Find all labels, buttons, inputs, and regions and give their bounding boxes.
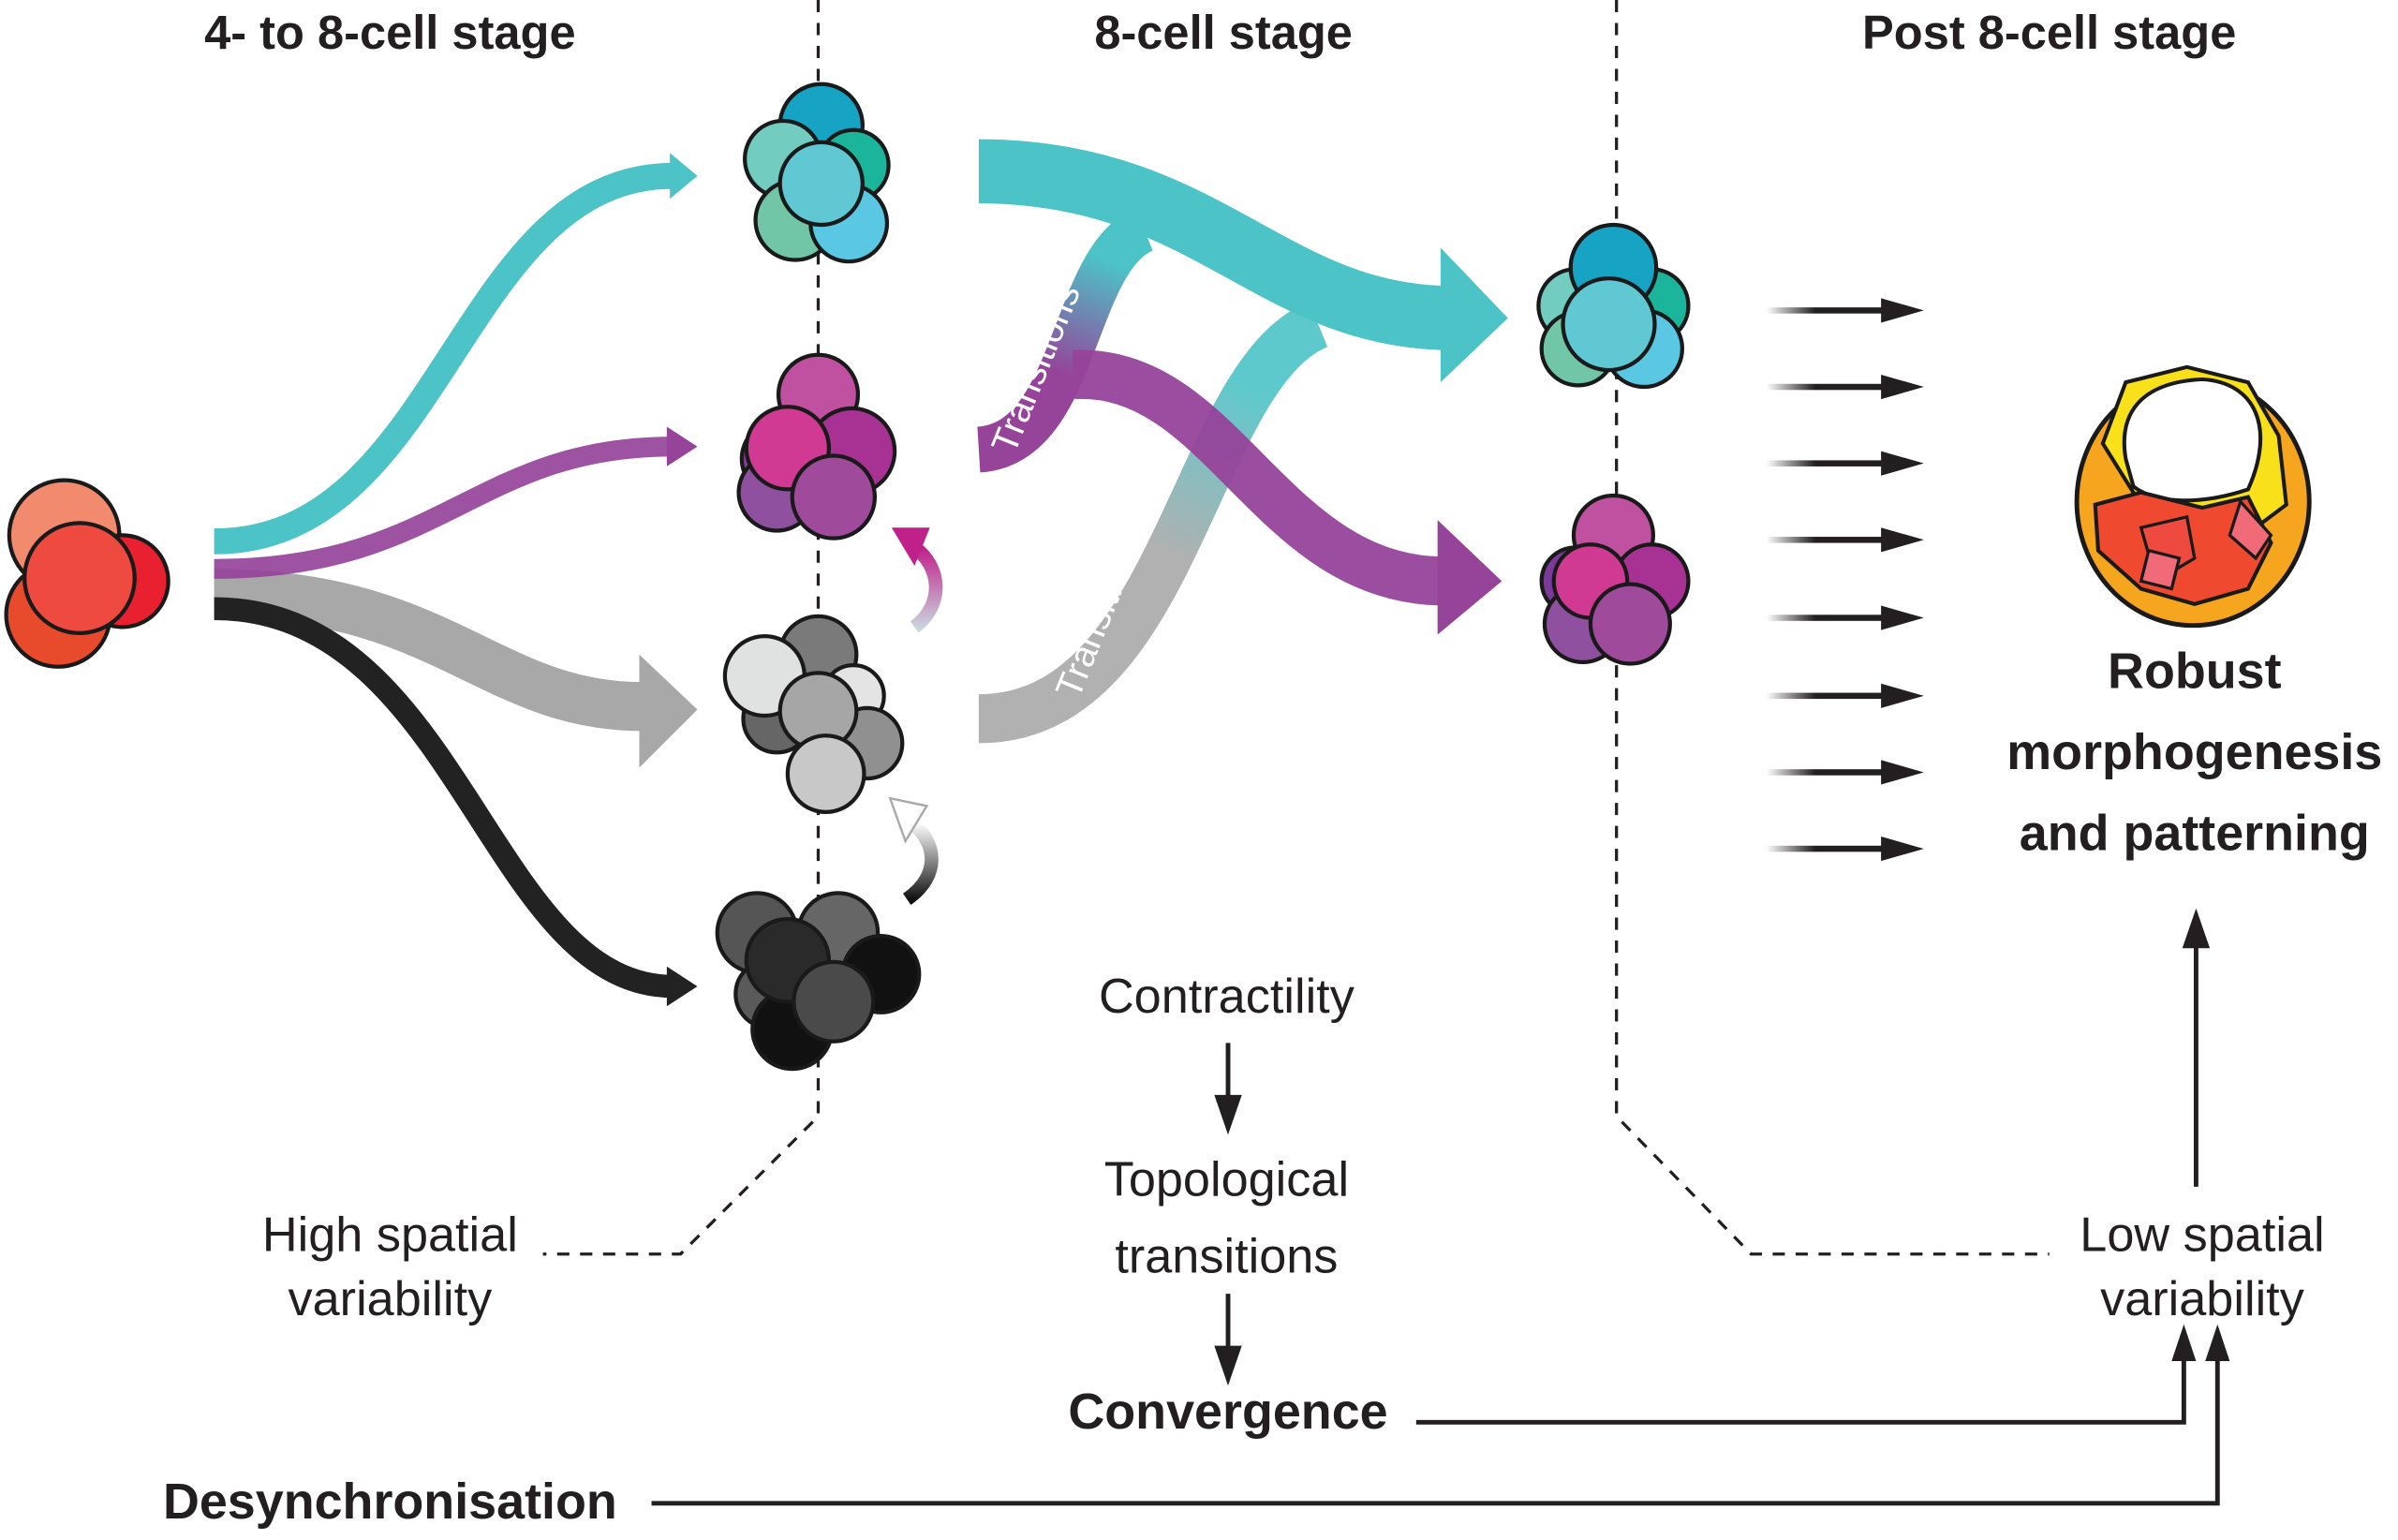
convergence-label: Convergence bbox=[1068, 1384, 1387, 1440]
divider-left bbox=[542, 0, 821, 1256]
contractility-label: Contractility bbox=[1099, 970, 1355, 1024]
high-variability-line1: High spatial bbox=[262, 1207, 518, 1262]
embryo-black bbox=[715, 891, 922, 1072]
curved-arrow-magenta-icon bbox=[891, 527, 943, 633]
arrow-down-1 bbox=[1214, 1043, 1242, 1135]
arrow-down-2 bbox=[1214, 1294, 1242, 1386]
desynchronisation-label: Desynchronisation bbox=[163, 1473, 617, 1530]
blastocyst-illustration bbox=[2074, 364, 2312, 629]
flow-purple-teal-transition bbox=[975, 208, 1155, 473]
embryo-4-cell bbox=[4, 478, 170, 669]
header-4-to-8-cell-stage: 4- to 8-cell stage bbox=[204, 6, 575, 59]
arrow-up-outcome bbox=[2182, 908, 2211, 1187]
convergence-arrows bbox=[1766, 298, 1924, 862]
outcome-line3: and patterning bbox=[2020, 806, 2370, 862]
header-post-8-cell-stage: Post 8-cell stage bbox=[1862, 6, 2236, 59]
topological-line2: transitions bbox=[1115, 1229, 1338, 1283]
low-variability-line1: Low spatial bbox=[2080, 1207, 2324, 1262]
flow-teal-main bbox=[978, 139, 1508, 383]
flow-purple-left bbox=[214, 426, 698, 579]
outcome-line1: Robust bbox=[2108, 644, 2282, 700]
embryo-grey bbox=[722, 614, 905, 815]
desynchronisation-connector bbox=[651, 1324, 2230, 1506]
low-variability-line2: variability bbox=[2100, 1272, 2305, 1326]
topological-line1: Topological bbox=[1104, 1153, 1349, 1207]
convergence-connector bbox=[1415, 1324, 2197, 1425]
flow-grey-left bbox=[214, 569, 698, 768]
divider-right bbox=[1615, 0, 2050, 1256]
curved-arrow-black-icon bbox=[888, 796, 939, 905]
embryo-magenta bbox=[736, 352, 897, 540]
flow-grey-transition bbox=[977, 301, 1329, 744]
header-8-cell-stage: 8-cell stage bbox=[1094, 6, 1353, 59]
embryo-magenta-post bbox=[1539, 493, 1691, 666]
outcome-line2: morphogenesis bbox=[2006, 724, 2382, 780]
embryo-teal-post bbox=[1536, 222, 1691, 390]
flow-teal-left bbox=[214, 153, 698, 555]
flow-purple-main bbox=[1072, 349, 1502, 635]
high-variability-line2: variability bbox=[289, 1272, 494, 1326]
flow-black-left bbox=[214, 597, 698, 1007]
embryo-teal bbox=[743, 81, 891, 264]
